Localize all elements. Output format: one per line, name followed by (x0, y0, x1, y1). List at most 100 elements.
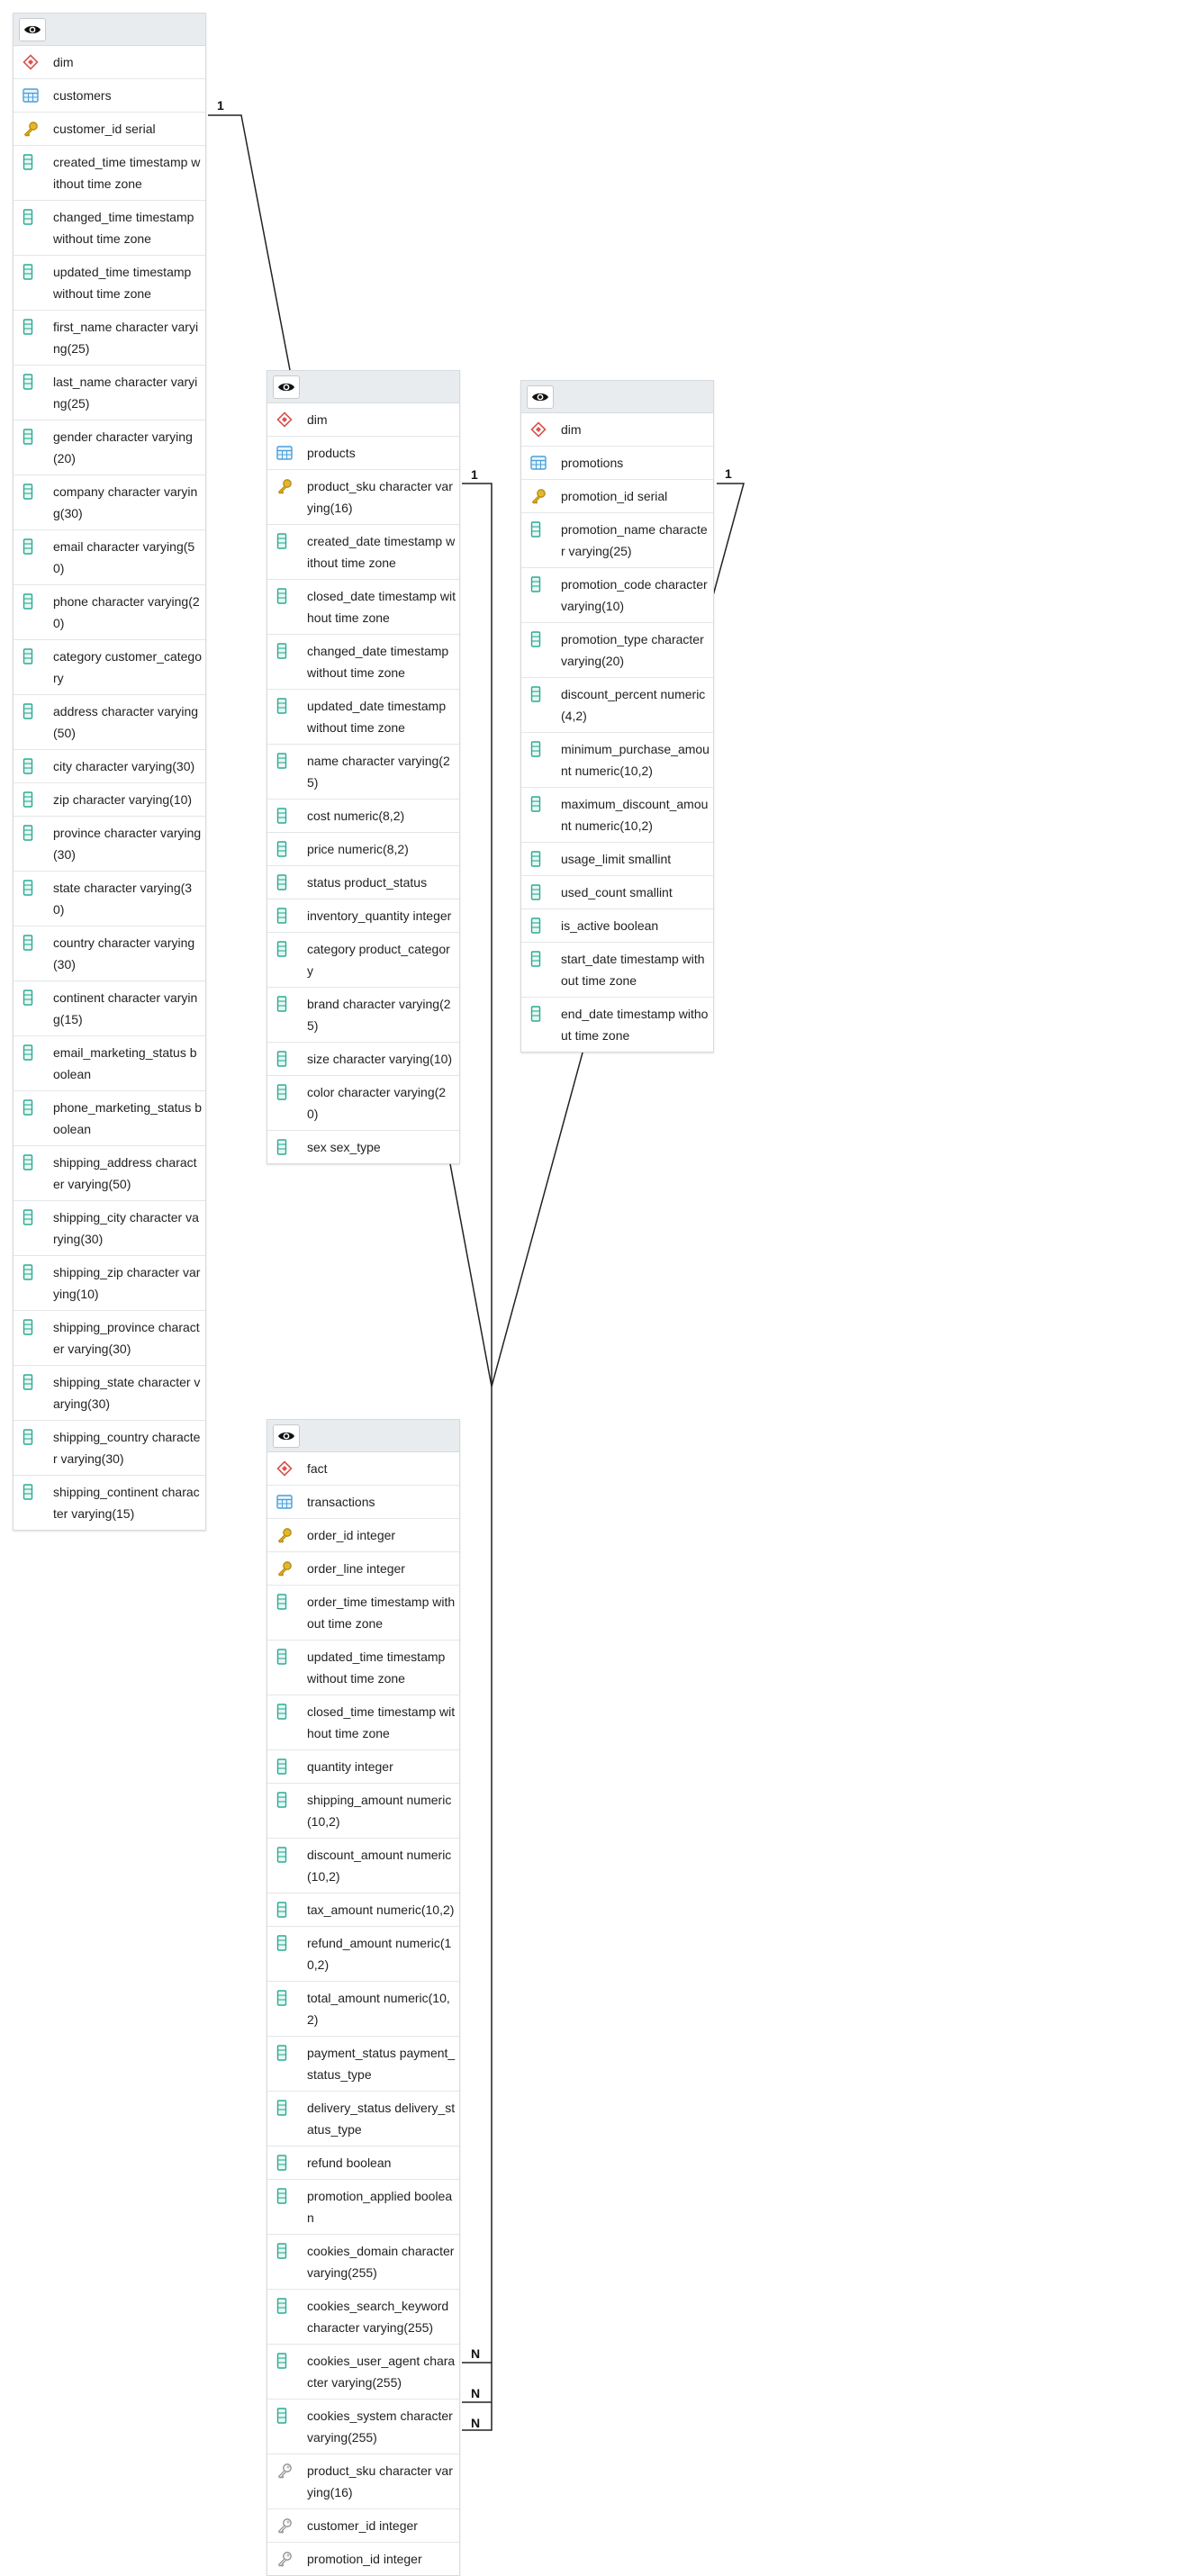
column-row[interactable]: zip character varying(10) (14, 783, 205, 817)
column-row[interactable]: cookies_system character varying(255) (267, 2400, 459, 2454)
column-row[interactable]: shipping_continent character varying(15) (14, 1476, 205, 1530)
column-row[interactable]: continent character varying(15) (14, 981, 205, 1036)
column-row[interactable]: name character varying(25) (267, 745, 459, 800)
column-row[interactable]: updated_time timestamp without time zone (267, 1641, 459, 1695)
column-row[interactable]: quantity integer (267, 1750, 459, 1784)
column-row[interactable]: last_name character varying(25) (14, 366, 205, 420)
column-row[interactable]: promotion_id serial (521, 480, 713, 513)
column-row[interactable]: inventory_quantity integer (267, 899, 459, 933)
column-row[interactable]: company character varying(30) (14, 475, 205, 530)
column-row[interactable]: payment_status payment_status_type (267, 2037, 459, 2092)
column-row[interactable]: minimum_purchase_amount numeric(10,2) (521, 733, 713, 788)
primary-key-icon (276, 1558, 296, 1579)
column-row[interactable]: shipping_city character varying(30) (14, 1201, 205, 1256)
column-row[interactable]: order_time timestamp without time zone (267, 1586, 459, 1641)
column-row[interactable]: is_active boolean (521, 909, 713, 943)
column-row[interactable]: maximum_discount_amount numeric(10,2) (521, 788, 713, 843)
column-row[interactable]: discount_percent numeric(4,2) (521, 678, 713, 733)
column-row[interactable]: updated_time timestamp without time zone (14, 256, 205, 311)
column-row[interactable]: product_sku character varying(16) (267, 2454, 459, 2509)
column-row[interactable]: promotion_code character varying(10) (521, 568, 713, 623)
column-row[interactable]: promotion_type character varying(20) (521, 623, 713, 678)
column-row[interactable]: email character varying(50) (14, 530, 205, 585)
column-row[interactable]: city character varying(30) (14, 750, 205, 783)
column-row[interactable]: customer_id serial (14, 113, 205, 146)
column-row[interactable]: refund boolean (267, 2147, 459, 2180)
column-row[interactable]: closed_time timestamp without time zone (267, 1695, 459, 1750)
column-row[interactable]: gender character varying(20) (14, 420, 205, 475)
column-row[interactable]: cookies_domain character varying(255) (267, 2235, 459, 2290)
column-row[interactable]: total_amount numeric(10,2) (267, 1982, 459, 2037)
eye-icon[interactable] (19, 17, 46, 41)
column-row[interactable]: tax_amount numeric(10,2) (267, 1894, 459, 1927)
column-row[interactable]: created_time timestamp without time zone (14, 146, 205, 201)
column-row[interactable]: shipping_amount numeric(10,2) (267, 1784, 459, 1839)
column-row[interactable]: shipping_country character varying(30) (14, 1421, 205, 1476)
column-row-label: closed_date timestamp without time zone (307, 589, 456, 625)
column-row[interactable]: updated_date timestamp without time zone (267, 690, 459, 745)
schema-icon (276, 1458, 296, 1479)
table-icon (23, 85, 42, 106)
column-row-label: minimum_purchase_amount numeric(10,2) (561, 742, 709, 778)
column-icon (276, 585, 296, 607)
column-row[interactable]: shipping_state character varying(30) (14, 1366, 205, 1421)
column-row[interactable]: cost numeric(8,2) (267, 800, 459, 833)
column-row[interactable]: shipping_address character varying(50) (14, 1146, 205, 1201)
column-row[interactable]: closed_date timestamp without time zone (267, 580, 459, 635)
column-row-label: email_marketing_status boolean (53, 1045, 197, 1081)
column-row[interactable]: status product_status (267, 866, 459, 899)
column-row[interactable]: state character varying(30) (14, 872, 205, 926)
column-row-label: shipping_city character varying(30) (53, 1210, 199, 1246)
column-row[interactable]: created_date timestamp without time zone (267, 525, 459, 580)
column-row[interactable]: end_date timestamp without time zone (521, 998, 713, 1052)
column-row[interactable]: address character varying(50) (14, 695, 205, 750)
column-row[interactable]: category product_category (267, 933, 459, 988)
column-row[interactable]: email_marketing_status boolean (14, 1036, 205, 1091)
column-row[interactable]: changed_time timestamp without time zone (14, 201, 205, 256)
column-row[interactable]: color character varying(20) (267, 1076, 459, 1131)
column-row-label: is_active boolean (561, 918, 659, 933)
eye-icon[interactable] (273, 375, 300, 399)
eye-icon[interactable] (527, 384, 554, 409)
column-icon (530, 738, 550, 760)
column-row-label: name character varying(25) (307, 754, 450, 790)
column-row[interactable]: promotion_id integer (267, 2543, 459, 2575)
column-row[interactable]: brand character varying(25) (267, 988, 459, 1043)
column-row[interactable]: changed_date timestamp without time zone (267, 635, 459, 690)
column-row[interactable]: product_sku character varying(16) (267, 470, 459, 525)
column-row-label: promotion_id serial (561, 489, 668, 503)
column-row[interactable]: shipping_province character varying(30) (14, 1311, 205, 1366)
column-row[interactable]: start_date timestamp without time zone (521, 943, 713, 998)
column-row[interactable]: shipping_zip character varying(10) (14, 1256, 205, 1311)
column-icon (276, 2152, 296, 2174)
column-row[interactable]: phone character varying(20) (14, 585, 205, 640)
column-row[interactable]: order_line integer (267, 1552, 459, 1586)
column-row[interactable]: phone_marketing_status boolean (14, 1091, 205, 1146)
column-row[interactable]: cookies_user_agent character varying(255… (267, 2345, 459, 2400)
column-row[interactable]: country character varying(30) (14, 926, 205, 981)
eye-icon[interactable] (273, 1424, 300, 1448)
column-row[interactable]: delivery_status delivery_status_type (267, 2092, 459, 2147)
column-row[interactable]: size character varying(10) (267, 1043, 459, 1076)
column-row[interactable]: first_name character varying(25) (14, 311, 205, 366)
column-row[interactable]: promotion_name character varying(25) (521, 513, 713, 568)
column-row[interactable]: usage_limit smallint (521, 843, 713, 876)
column-row[interactable]: cookies_search_keyword character varying… (267, 2290, 459, 2345)
table-name-label: customers (53, 88, 112, 103)
column-row[interactable]: price numeric(8,2) (267, 833, 459, 866)
column-row[interactable]: province character varying(30) (14, 817, 205, 872)
column-row[interactable]: discount_amount numeric(10,2) (267, 1839, 459, 1894)
column-row-label: country character varying(30) (53, 935, 195, 972)
column-row[interactable]: used_count smallint (521, 876, 713, 909)
table-name: transactions (267, 1486, 459, 1519)
column-row[interactable]: category customer_category (14, 640, 205, 695)
column-row[interactable]: sex sex_type (267, 1131, 459, 1163)
column-row[interactable]: customer_id integer (267, 2509, 459, 2543)
column-row[interactable]: order_id integer (267, 1519, 459, 1552)
column-row[interactable]: refund_amount numeric(10,2) (267, 1927, 459, 1982)
column-row[interactable]: promotion_applied boolean (267, 2180, 459, 2235)
